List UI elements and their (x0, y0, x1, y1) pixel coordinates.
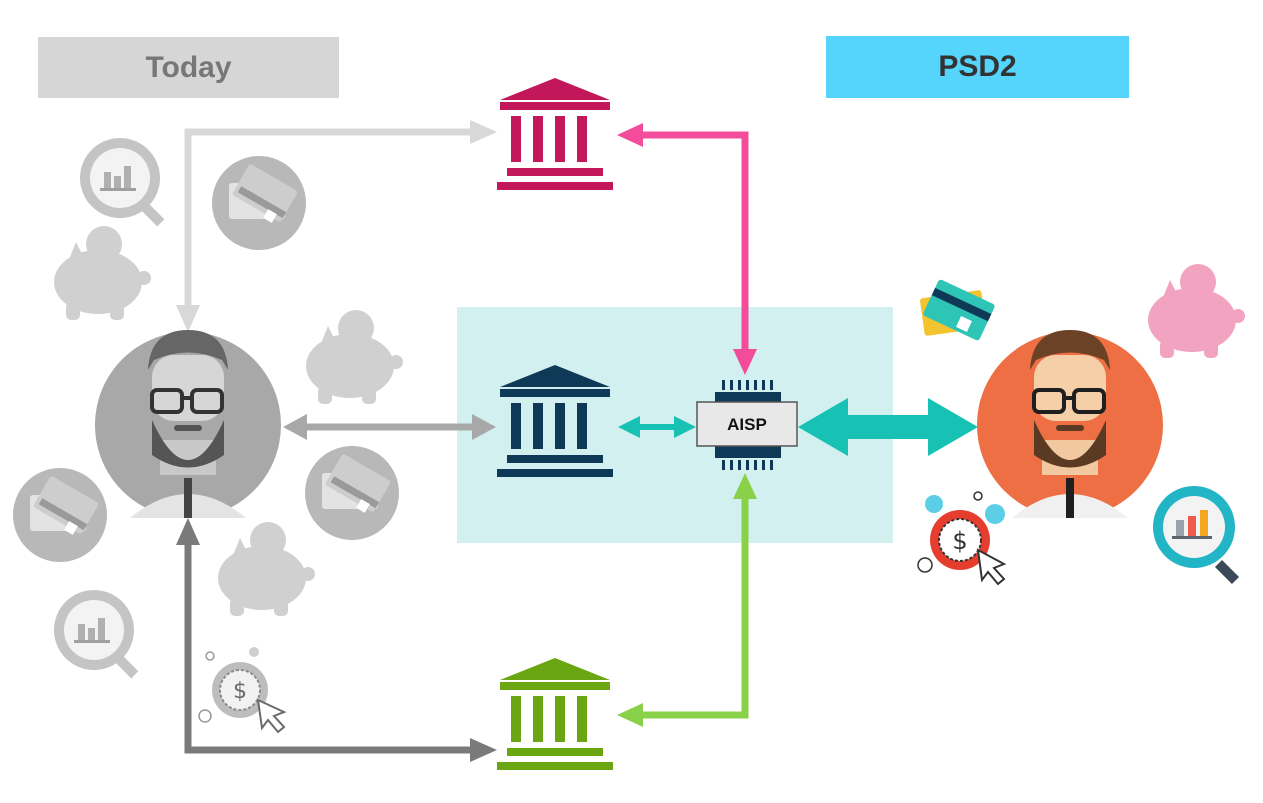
credit-card-icon (13, 468, 107, 562)
aisp-arrow-to-top-bank (617, 123, 757, 375)
svg-text:$: $ (233, 679, 247, 704)
bank-icon-top (497, 78, 613, 190)
aisp-label: AISP (727, 415, 767, 434)
credit-card-icon (305, 446, 399, 540)
credit-card-icon (212, 156, 306, 250)
analytics-magnifier-icon (80, 138, 165, 227)
today-customer-avatar (95, 330, 281, 518)
dollar-click-icon: $ (198, 647, 287, 734)
psd2-label: PSD2 (826, 36, 1129, 98)
aisp-arrow-to-bottom-bank (617, 473, 757, 727)
psd2-customer-avatar (977, 330, 1163, 518)
piggy-bank-icon (218, 522, 315, 616)
today-arrow-to-middle-bank (283, 414, 496, 440)
bank-icon-bottom (497, 658, 613, 770)
svg-text:$: $ (952, 527, 967, 555)
arrowhead-grey-light-down (176, 305, 200, 332)
piggy-bank-icon (1148, 264, 1245, 358)
aisp-arrow-to-customer (798, 398, 978, 456)
piggy-bank-icon (306, 310, 403, 404)
aisp-arrow-to-middle-bank (618, 416, 696, 438)
dollar-click-icon: $ (917, 491, 1007, 586)
credit-card-icon (920, 279, 995, 341)
aisp-chip-icon: AISP (696, 380, 798, 470)
today-arrow-to-top-bank (184, 128, 475, 310)
analytics-magnifier-icon (54, 590, 139, 679)
piggy-bank-icon (54, 226, 151, 320)
today-label: Today (38, 37, 339, 98)
today-arrow-to-bottom-bank (176, 518, 497, 762)
arrowhead-grey-light-right (470, 120, 497, 144)
analytics-magnifier-icon (1153, 486, 1240, 585)
